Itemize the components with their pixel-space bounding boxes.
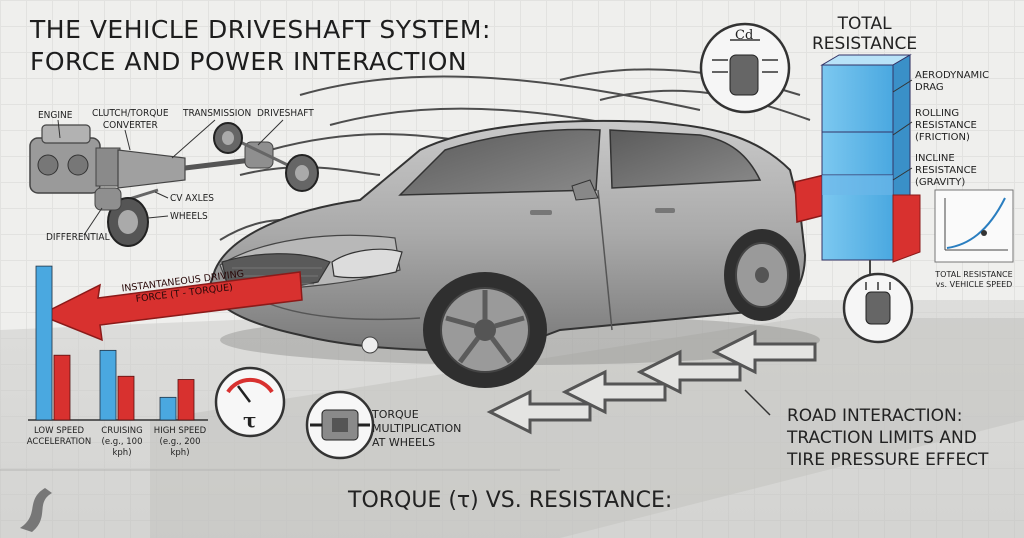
label-driveshaft: DRIVESHAFT: [257, 108, 314, 119]
road-interaction-label: ROAD INTERACTION: TRACTION LIMITS AND TI…: [787, 406, 989, 470]
bar-resistance-3: [177, 379, 195, 421]
label-wheels: WHEELS: [170, 211, 208, 222]
driving-force-arrow: [38, 271, 303, 342]
bar-force-3: [159, 396, 177, 421]
label-cv-axles: CV AXLES: [170, 193, 215, 204]
label-incline-resistance: INCLINE RESISTANCE (GRAVITY): [915, 153, 977, 188]
bar-resistance-1: [53, 354, 71, 421]
differential-badge: [305, 390, 375, 460]
label-aerodynamic-drag: AERODYNAMIC DRAG: [915, 70, 990, 93]
car-illustration: [208, 119, 820, 388]
bar-force-1: [35, 265, 53, 421]
force-vs-resistance-bar-chart: [28, 265, 208, 421]
label-differential: DIFFERENTIAL: [46, 232, 110, 243]
gauge-tau-symbol: τ: [243, 408, 257, 432]
total-resistance-title: TOTAL RESISTANCE: [812, 14, 918, 54]
page-subtitle: FORCE AND POWER INTERACTION: [30, 47, 468, 76]
bar-category-label-2: CRUISING (e.g., 100 kph): [101, 426, 143, 458]
road-logo-icon: [20, 488, 52, 532]
bar-category-label-3: HIGH SPEED (e.g., 200 kph): [153, 426, 207, 458]
torque-gauge: [214, 366, 286, 438]
traction-arrows: [486, 329, 817, 435]
resistance-curve-caption: TOTAL RESISTANCE vs. VEHICLE SPEED: [935, 270, 1013, 289]
label-clutch: CLUTCH/TORQUE CONVERTER: [92, 108, 169, 131]
label-engine: ENGINE: [38, 110, 73, 121]
drivetrain-illustration: [29, 119, 319, 247]
torque-multiplication-label: TORQUE MULTIPLICATION AT WHEELS: [372, 408, 462, 449]
drag-coefficient-badge: [699, 22, 791, 114]
label-rolling-resistance: ROLLING RESISTANCE (FRICTION): [915, 108, 977, 143]
label-transmission: TRANSMISSION: [183, 108, 252, 119]
tire-pressure-badge: [842, 272, 914, 344]
drag-coefficient-symbol: Cd: [735, 28, 754, 43]
page-title: THE VEHICLE DRIVESHAFT SYSTEM:: [30, 15, 491, 44]
bar-category-label-1: LOW SPEED ACCELERATION: [26, 426, 92, 447]
road-leader: [744, 389, 771, 416]
bar-resistance-2: [117, 375, 135, 421]
resistance-column: [820, 54, 921, 285]
resistance-curve-chart: [934, 189, 1014, 263]
bar-force-2: [99, 349, 117, 421]
footer-caption: TORQUE (τ) VS. RESISTANCE:: [348, 488, 673, 513]
